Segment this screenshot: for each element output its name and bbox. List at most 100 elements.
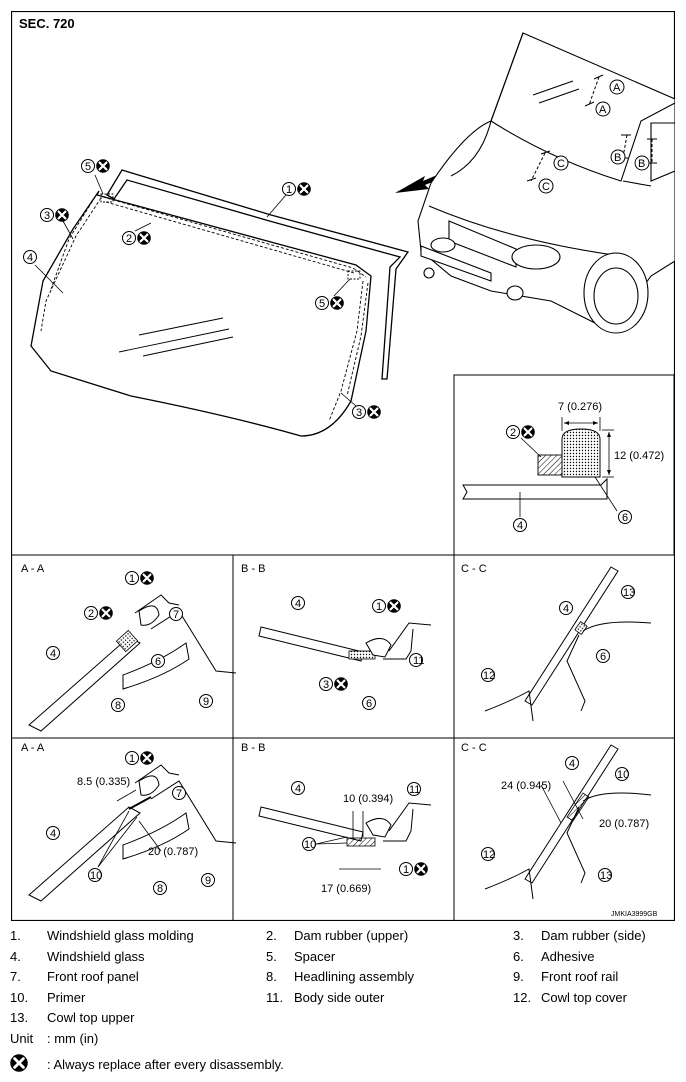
legend-number: 9. bbox=[513, 969, 524, 984]
main-callouts: 1 2 3 4 5 5 3 bbox=[23, 159, 381, 419]
dimension-label: 7 (0.276) bbox=[558, 401, 602, 413]
replace-x-icon bbox=[297, 182, 311, 196]
legend-number: 1. bbox=[10, 928, 21, 943]
replace-x-icon bbox=[137, 231, 151, 245]
svg-text:B: B bbox=[638, 158, 645, 170]
legend-label: Dam rubber (upper) bbox=[294, 928, 409, 943]
svg-text:3: 3 bbox=[323, 679, 329, 691]
svg-text:11: 11 bbox=[409, 784, 420, 796]
replace-x-icon bbox=[367, 405, 381, 419]
parts-legend: 1. Windshield glass molding 2. Dam rubbe… bbox=[10, 926, 676, 1079]
section-label: SEC. 720 bbox=[19, 16, 75, 31]
windshield-main bbox=[30, 169, 410, 437]
svg-text:8: 8 bbox=[157, 883, 163, 895]
legend-number: 12. bbox=[513, 989, 532, 1005]
svg-text:2: 2 bbox=[510, 427, 516, 439]
svg-text:6: 6 bbox=[600, 651, 606, 663]
svg-text:8: 8 bbox=[115, 700, 121, 712]
svg-text:12: 12 bbox=[483, 849, 495, 861]
legend-row: 7. Front roof panel 8. Headlining assemb… bbox=[10, 967, 676, 988]
legend-number: 6. bbox=[513, 948, 524, 964]
legend-label: Front roof rail bbox=[541, 969, 619, 984]
svg-text:B - B: B - B bbox=[241, 742, 265, 754]
section-aa-top: A - A 1 2 7 4 6 8 9 bbox=[21, 563, 237, 732]
legend-label: Cowl top cover bbox=[541, 989, 627, 1005]
replace-x-icon bbox=[387, 599, 401, 613]
replace-x-icon bbox=[99, 606, 113, 620]
legend-label: Primer bbox=[47, 989, 86, 1005]
legend-label: Headlining assembly bbox=[294, 969, 414, 984]
svg-text:A - A: A - A bbox=[21, 742, 45, 754]
svg-text:1: 1 bbox=[129, 753, 135, 765]
dimension-label: 20 (0.787) bbox=[148, 846, 198, 858]
legend-label: Windshield glass bbox=[47, 948, 145, 964]
svg-text:5: 5 bbox=[319, 298, 325, 310]
svg-text:4: 4 bbox=[517, 520, 523, 532]
legend-row: 13. Cowl top upper bbox=[10, 1008, 676, 1029]
legend-number: 11. bbox=[266, 989, 284, 1005]
svg-text:1: 1 bbox=[376, 601, 382, 613]
image-reference: JMKIA3999GB bbox=[611, 911, 658, 918]
replace-x-icon bbox=[96, 159, 110, 173]
svg-text:5: 5 bbox=[85, 161, 91, 173]
svg-text:A - A: A - A bbox=[21, 563, 45, 575]
section-bb-bottom: B - B 10 (0.394) 17 (0.669) 4 11 10 1 bbox=[241, 742, 432, 895]
legend-row: 4. Windshield glass 5. Spacer 6. Adhesiv… bbox=[10, 947, 676, 968]
svg-text:C: C bbox=[542, 181, 550, 193]
replace-x-icon bbox=[140, 571, 154, 585]
svg-text:10: 10 bbox=[617, 769, 629, 781]
section-cc-bottom: C - C 24 (0.945) 20 (0.787) 4 10 12 13 bbox=[461, 742, 652, 900]
legend-number: 2. bbox=[266, 928, 277, 943]
svg-text:1: 1 bbox=[129, 573, 135, 585]
replace-x-icon bbox=[55, 208, 69, 222]
dimension-label: 8.5 (0.335) bbox=[77, 776, 130, 788]
section-bb-top: B - B 4 1 11 3 6 bbox=[241, 563, 432, 710]
svg-text:C - C: C - C bbox=[461, 563, 487, 575]
legend-number: 4. bbox=[10, 948, 21, 964]
section-cc-top: C - C 4 13 6 12 bbox=[461, 563, 652, 722]
replace-note: : Always replace after every disassembly… bbox=[10, 1053, 676, 1079]
dimension-label: 24 (0.945) bbox=[501, 780, 551, 792]
unit-value: : mm (in) bbox=[47, 1030, 99, 1046]
svg-text:A: A bbox=[599, 104, 607, 116]
svg-text:4: 4 bbox=[27, 252, 33, 264]
svg-text:4: 4 bbox=[50, 648, 56, 660]
svg-text:2: 2 bbox=[126, 233, 132, 245]
svg-text:1: 1 bbox=[286, 184, 292, 196]
legend-number: 13. bbox=[10, 1010, 29, 1025]
legend-label: Windshield glass molding bbox=[47, 928, 194, 943]
svg-text:4: 4 bbox=[563, 603, 569, 615]
svg-text:4: 4 bbox=[295, 598, 301, 610]
svg-text:9: 9 bbox=[203, 696, 209, 708]
svg-text:10: 10 bbox=[90, 870, 102, 882]
unit-row: Unit : mm (in) bbox=[10, 1029, 676, 1050]
replace-x-icon bbox=[140, 751, 154, 765]
svg-text:C - C: C - C bbox=[461, 742, 487, 754]
replace-x-icon bbox=[330, 296, 344, 310]
svg-text:7: 7 bbox=[176, 788, 182, 800]
svg-text:B - B: B - B bbox=[241, 563, 265, 575]
parts-diagram: SEC. 720 1 2 3 4 5 bbox=[11, 11, 675, 921]
adhesive-detail: 7 (0.276) 12 (0.472) 2 4 6 bbox=[462, 401, 664, 532]
legend-number: 8. bbox=[266, 969, 277, 984]
dimension-label: 17 (0.669) bbox=[321, 883, 371, 895]
replace-x-icon bbox=[521, 425, 535, 439]
section-aa-bottom: A - A 8.5 (0.335) 20 (0.787) 1 7 4 10 8 … bbox=[21, 742, 237, 902]
svg-text:6: 6 bbox=[155, 656, 161, 668]
svg-text:3: 3 bbox=[44, 210, 50, 222]
replace-note-text: : Always replace after every disassembly… bbox=[47, 1057, 284, 1072]
dimension-label: 20 (0.787) bbox=[599, 818, 649, 830]
replace-x-icon bbox=[414, 862, 428, 876]
legend-number: 7. bbox=[10, 969, 21, 984]
legend-row: 1. Windshield glass molding 2. Dam rubbe… bbox=[10, 926, 676, 947]
svg-text:13: 13 bbox=[600, 870, 612, 882]
legend-label: Front roof panel bbox=[47, 969, 139, 984]
svg-text:6: 6 bbox=[366, 698, 372, 710]
svg-text:4: 4 bbox=[50, 828, 56, 840]
svg-text:4: 4 bbox=[569, 758, 575, 770]
legend-label: Spacer bbox=[294, 948, 336, 964]
svg-text:A: A bbox=[613, 82, 621, 94]
svg-text:10: 10 bbox=[304, 839, 316, 851]
svg-text:3: 3 bbox=[356, 407, 362, 419]
svg-text:11: 11 bbox=[413, 655, 424, 667]
